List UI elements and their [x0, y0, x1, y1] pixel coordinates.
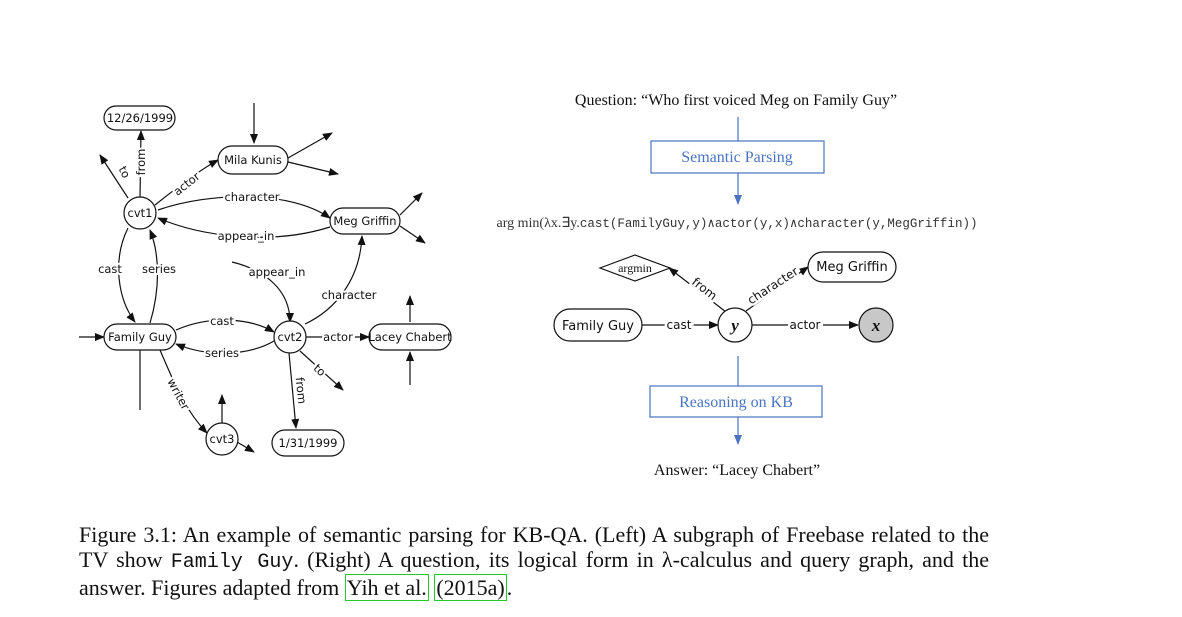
edge-appear-in-cvt1	[157, 217, 331, 238]
node-mila-kunis	[217, 145, 289, 175]
qg-meg-griffin-label: Meg Griffin	[816, 260, 887, 275]
edge-label-cast-2: cast	[210, 314, 234, 328]
semantic-parsing-label: Semantic Parsing	[681, 149, 793, 166]
edge-mila-out2	[287, 161, 339, 176]
edge-meg-out2	[399, 225, 426, 244]
freebase-subgraph	[79, 103, 452, 457]
reasoning-label: Reasoning on KB	[679, 394, 793, 411]
qg-y-label: y	[729, 316, 739, 335]
edge-label-actor-1: actor	[171, 169, 203, 198]
qg-x-node	[858, 307, 894, 343]
reasoning-box	[649, 385, 823, 418]
qg-meg-griffin-node	[807, 251, 897, 283]
edge-actor-cvt1	[154, 159, 219, 206]
citation-link-author[interactable]: Yih et al.	[344, 574, 429, 601]
edge-series-cvt2	[175, 340, 275, 354]
caption-end: .	[506, 575, 513, 600]
query-graph	[553, 251, 897, 386]
citation-link-year[interactable]: (2015a)	[434, 574, 507, 601]
edge-series-cvt1	[149, 229, 159, 324]
qg-argmin-label: argmin	[618, 261, 652, 275]
logical-form-prefix: arg min(λx.∃y.	[497, 216, 580, 231]
edge-character-cvt2	[304, 235, 366, 325]
label-mila-kunis: Mila Kunis	[224, 153, 282, 167]
edge-label-character-1: character	[224, 190, 279, 204]
qg-actor-label: actor	[790, 318, 821, 332]
edge-writer	[159, 349, 208, 434]
qg-y-node	[717, 307, 753, 343]
label-lacey-chabert: Lacey Chabert	[368, 330, 452, 344]
logical-form-body: cast(FamilyGuy,y)∧actor(y,x)∧character(y…	[580, 217, 978, 231]
logical-form: arg min(λx.∃y.cast(FamilyGuy,y)∧actor(y,…	[497, 216, 978, 231]
edge-cvt3-out	[236, 441, 255, 453]
edge-from-cvt1	[136, 130, 145, 199]
edge-label-from-1: from	[134, 149, 148, 176]
node-family-guy	[103, 323, 177, 351]
edge-cast-cvt1	[118, 227, 136, 323]
node-cvt2	[273, 320, 307, 354]
label-cvt1: cvt1	[128, 206, 153, 220]
edge-label-to-1: to	[116, 164, 134, 181]
edge-label-character-2: character	[321, 288, 376, 302]
edge-cast-cvt2	[175, 319, 275, 333]
edge-mila-out1	[287, 132, 333, 159]
edge-character-cvt1	[157, 196, 331, 219]
qg-edge-character	[745, 266, 809, 312]
qg-family-guy-label: Family Guy	[562, 319, 634, 334]
edge-label-actor-2: actor	[323, 330, 353, 344]
edge-meg-out1	[399, 192, 423, 216]
edge-label-writer: writer	[164, 376, 192, 413]
qg-x-label: x	[871, 316, 881, 335]
label-date1: 12/26/1999	[107, 111, 173, 125]
edge-label-series-1: series	[142, 262, 176, 276]
qg-character-label: character	[745, 264, 801, 307]
semantic-parsing-box	[650, 140, 825, 174]
edge-label-from-2: from	[293, 377, 310, 405]
edge-from-cvt2	[288, 352, 300, 429]
caption-part1: Figure 3.1: An example of semantic parsi…	[79, 522, 989, 572]
label-meg-griffin: Meg Griffin	[333, 214, 396, 228]
label-date2: 1/31/1999	[279, 436, 338, 450]
qg-from-label: from	[689, 275, 720, 303]
question-text: Question: “Who first voiced Meg on Famil…	[575, 92, 897, 109]
node-date2	[271, 429, 345, 457]
qa-pipeline: Question: “Who first voiced Meg on Famil…	[497, 92, 978, 479]
node-cvt1	[123, 196, 157, 230]
freebase-labels: 12/26/1999 Mila Kunis cvt1 Meg Griffin F…	[96, 111, 452, 450]
edge-label-series-2: series	[205, 346, 239, 360]
edge-to-cvt2	[299, 350, 344, 391]
edge-to-cvt1	[99, 154, 129, 199]
node-date1	[103, 105, 176, 131]
qg-edge-from	[668, 267, 727, 313]
label-family-guy: Family Guy	[108, 330, 172, 344]
node-lacey-chabert	[368, 323, 452, 351]
qg-argmin-node	[598, 254, 672, 282]
caption-part2: . (Right) A question, its logical form i…	[79, 547, 989, 600]
edge-label-appear-in-1: appear_in	[218, 229, 275, 243]
qg-cast-label: cast	[667, 318, 692, 332]
edge-label-cast-1: cast	[98, 262, 122, 276]
label-cvt2: cvt2	[278, 330, 303, 344]
qg-family-guy-node	[553, 308, 643, 342]
caption-code: Family Guy	[170, 551, 294, 574]
edge-appear-in-cvt2	[231, 261, 294, 323]
label-cvt3: cvt3	[210, 432, 235, 446]
node-meg-griffin	[329, 207, 401, 235]
figure-caption: Figure 3.1: An example of semantic parsi…	[79, 522, 989, 601]
answer-text: Answer: “Lacey Chabert”	[654, 462, 820, 479]
node-cvt3	[205, 422, 239, 456]
edge-label-appear-in-2: appear_in	[249, 265, 306, 279]
